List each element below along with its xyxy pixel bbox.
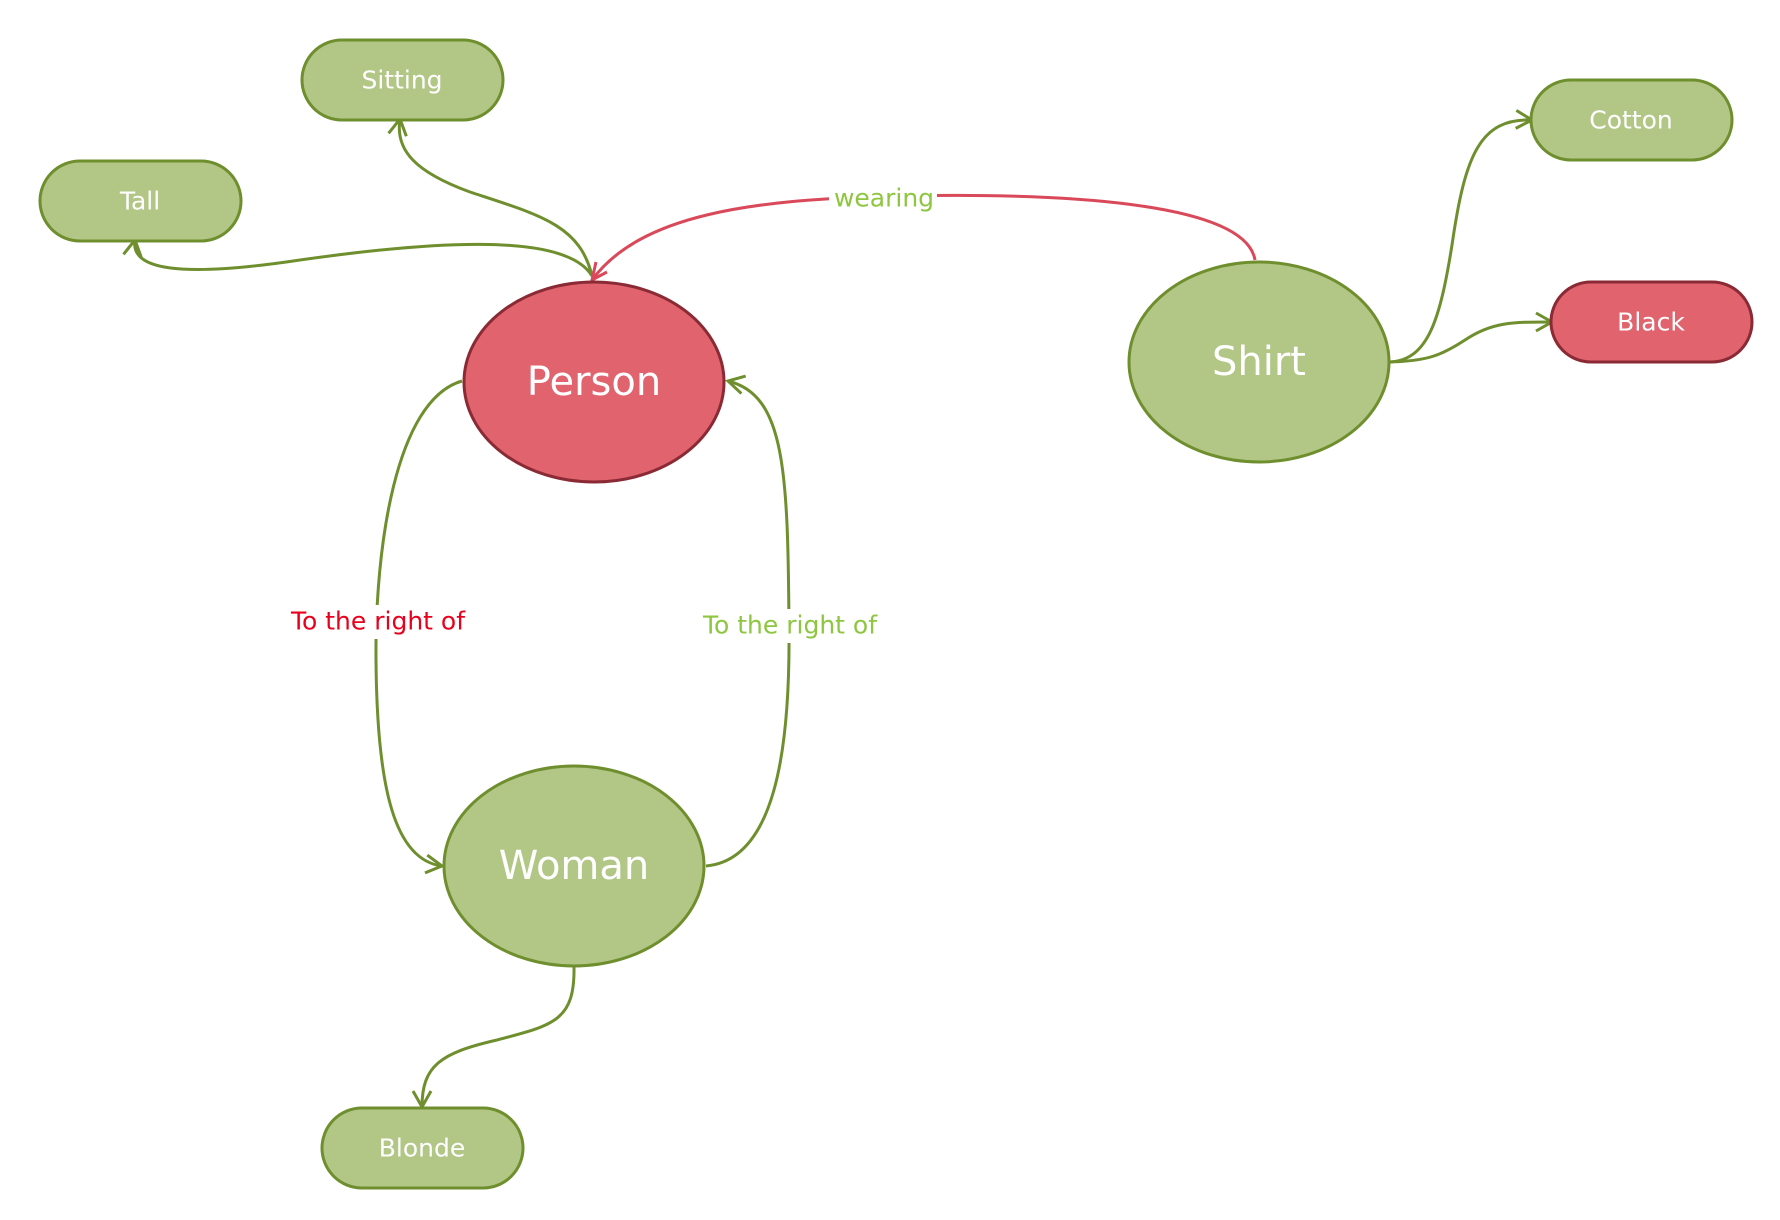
label-bg-wearing: [829, 180, 937, 214]
node-woman[interactable]: Woman: [442, 764, 706, 968]
edge-person-woman-left: [374, 379, 463, 875]
node-tall[interactable]: Tall: [38, 159, 243, 243]
node-sitting[interactable]: Sitting: [300, 38, 505, 122]
node-tall-label: Tall: [119, 187, 160, 216]
edge-shirt-black: [1389, 311, 1556, 364]
node-black[interactable]: Black: [1549, 280, 1754, 364]
edge-label-right-of-right: To the right of: [702, 611, 878, 640]
edge-person-sitting: [387, 115, 594, 277]
node-person-label: Person: [527, 359, 661, 405]
edge-label-right-of-left: To the right of: [290, 607, 466, 636]
edge-person-tall: [122, 236, 594, 277]
node-sitting-label: Sitting: [361, 66, 442, 95]
node-person[interactable]: Person: [462, 280, 726, 484]
node-blonde-label: Blonde: [379, 1134, 466, 1163]
node-blonde[interactable]: Blonde: [320, 1106, 525, 1190]
arrowhead-wearing: [589, 261, 608, 283]
label-bg-right-of-left: [285, 605, 470, 639]
node-woman-label: Woman: [499, 843, 650, 889]
label-bg-right-of-right: [698, 609, 883, 643]
node-cotton[interactable]: Cotton: [1529, 78, 1734, 162]
edge-label-wearing: wearing: [834, 184, 934, 213]
node-shirt-label: Shirt: [1212, 339, 1306, 385]
node-cotton-label: Cotton: [1589, 106, 1673, 135]
node-black-label: Black: [1617, 308, 1685, 337]
edge-shirt-cotton: [1389, 109, 1536, 364]
edge-woman-blonde: [411, 965, 576, 1111]
node-shirt[interactable]: Shirt: [1127, 260, 1391, 464]
